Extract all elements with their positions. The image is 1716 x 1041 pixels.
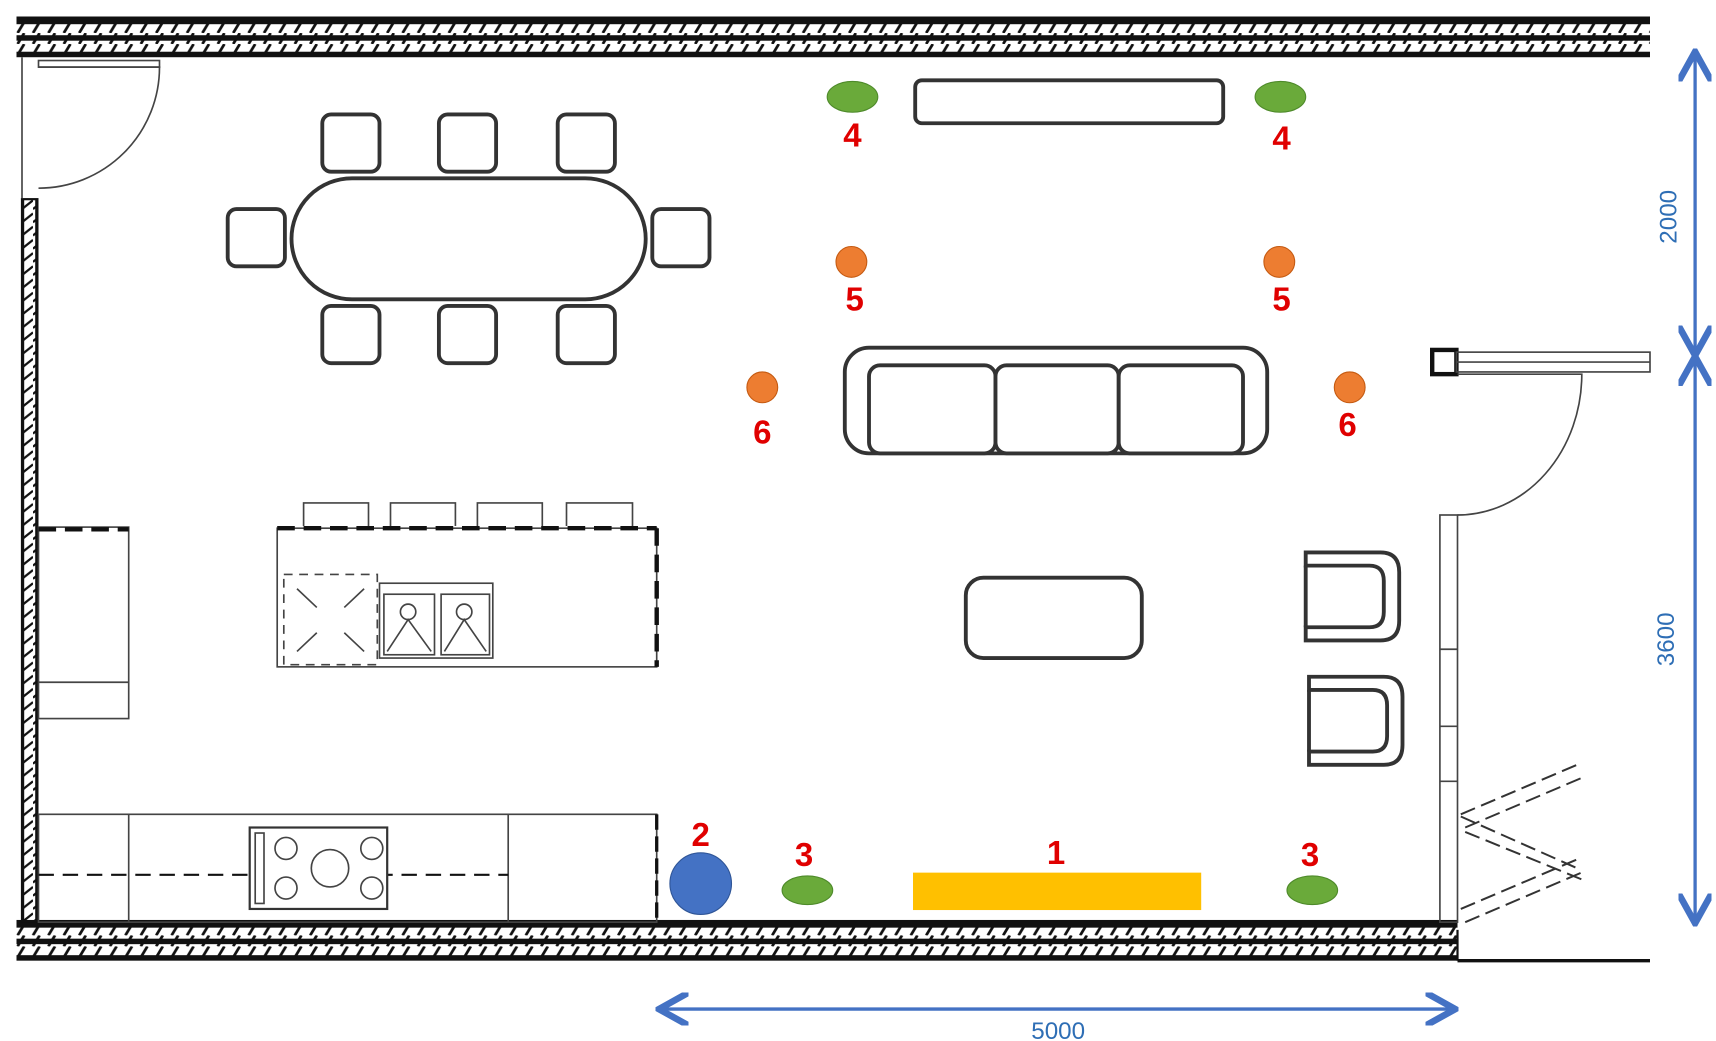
cooktop — [248, 826, 389, 911]
entry-door — [37, 59, 161, 189]
marker-label: 4 — [1272, 120, 1291, 157]
marker-label: 6 — [753, 413, 771, 450]
marker-1: 1 — [913, 834, 1202, 911]
bottom-wall — [16, 919, 1651, 963]
marker-label: 2 — [692, 816, 710, 853]
wall-cabinet — [37, 526, 130, 720]
dimension-label: 5000 — [1031, 1018, 1085, 1041]
marker-2: 2 — [669, 816, 733, 916]
right-wall — [1430, 347, 1651, 924]
left-wall — [20, 57, 39, 923]
marker-label: 5 — [846, 280, 864, 317]
top-wall — [16, 16, 1650, 58]
console-bench — [913, 78, 1226, 126]
dimension-lower: 3600 — [1653, 360, 1695, 920]
dimension-width: 5000 — [662, 1009, 1452, 1041]
marker-4-left: 4 — [826, 80, 879, 153]
kitchen-island — [276, 502, 659, 668]
armchair — [1307, 674, 1405, 767]
marker-label: 6 — [1338, 406, 1356, 443]
marker-5-right: 5 — [1263, 245, 1296, 317]
marker-5-left: 5 — [835, 245, 868, 317]
marker-6-right: 6 — [1333, 371, 1366, 443]
dimension-upper: 2000 — [1655, 55, 1695, 352]
kitchen-counter — [37, 813, 659, 923]
coffee-table — [963, 575, 1144, 660]
dining-table-set — [225, 112, 712, 366]
marker-3-right: 3 — [1286, 836, 1339, 906]
marker-label: 4 — [843, 116, 862, 153]
sofa — [842, 345, 1270, 456]
marker-label: 3 — [1301, 836, 1319, 873]
marker-4-right: 4 — [1254, 80, 1307, 157]
dimension-label: 2000 — [1655, 190, 1682, 244]
dimension-label: 3600 — [1653, 612, 1680, 666]
marker-6-left: 6 — [746, 371, 779, 450]
marker-label: 1 — [1047, 834, 1065, 871]
marker-3-left: 3 — [781, 836, 834, 906]
marker-label: 5 — [1272, 280, 1290, 317]
marker-label: 3 — [795, 836, 813, 873]
armchair — [1303, 550, 1402, 643]
